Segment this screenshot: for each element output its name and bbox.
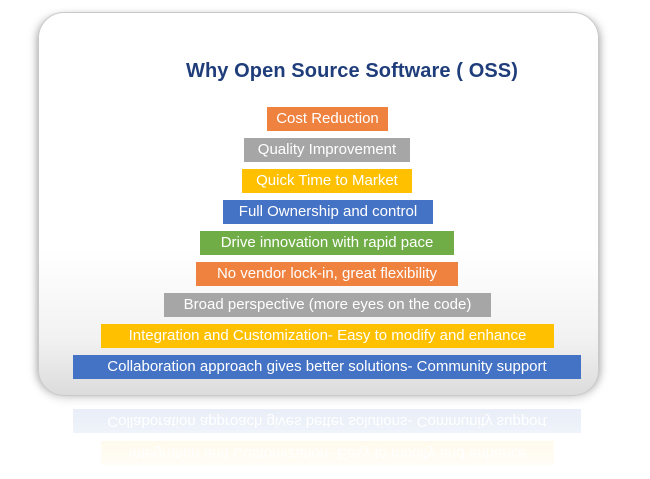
pyramid-level-5: Drive innovation with rapid pace [200,231,454,255]
reflection-level-9: Collaboration approach gives better solu… [73,409,581,433]
pyramid-level-6: No vendor lock-in, great flexibility [196,262,458,286]
pyramid-level-2: Quality Improvement [244,138,410,162]
reflection-level-8: Integration and Customization- Easy to m… [101,441,554,465]
pyramid-level-3: Quick Time to Market [242,169,412,193]
pyramid-level-1: Cost Reduction [267,107,388,131]
reflection-fade [0,400,650,479]
pyramid-level-4: Full Ownership and control [223,200,433,224]
pyramid-level-8: Integration and Customization- Easy to m… [101,324,554,348]
pyramid-level-7: Broad perspective (more eyes on the code… [164,293,491,317]
diagram-title: Why Open Source Software ( OSS) [185,60,519,82]
pyramid-level-9: Collaboration approach gives better solu… [73,355,581,379]
